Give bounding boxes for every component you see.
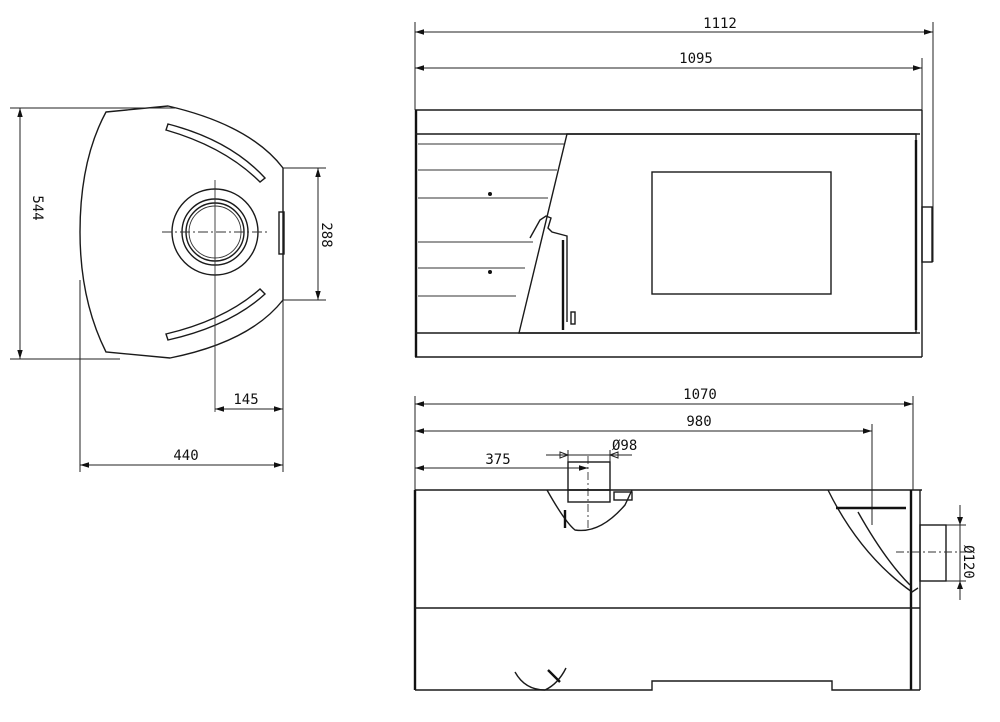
side-view: 1070 980 375 Ø98 bbox=[413, 387, 976, 691]
side-top-flue-cutaway bbox=[546, 489, 633, 532]
side-base bbox=[415, 680, 920, 691]
dim-980-label: 980 bbox=[686, 414, 711, 430]
dim-1070-label: 1070 bbox=[683, 387, 717, 403]
dim-120-label: Ø120 bbox=[960, 545, 976, 579]
top-view-outline bbox=[79, 105, 284, 359]
dim-98-label: Ø98 bbox=[612, 438, 637, 454]
dim-440-label: 440 bbox=[173, 448, 198, 464]
side-rear-cutaway bbox=[827, 489, 919, 593]
dim-1112-label: 1112 bbox=[703, 16, 737, 32]
front-viewing-window bbox=[651, 171, 832, 295]
side-rear-flue bbox=[919, 524, 947, 582]
top-view: 544 288 145 440 bbox=[10, 105, 334, 472]
dim-544-label: 544 bbox=[29, 195, 45, 220]
top-view-slot-lower bbox=[165, 288, 267, 341]
dim-145-label: 145 bbox=[233, 392, 258, 408]
top-view-rear-tab bbox=[278, 211, 285, 255]
dim-375-label: 375 bbox=[485, 452, 510, 468]
front-door-outline bbox=[518, 133, 917, 334]
dim-1095-label: 1095 bbox=[679, 51, 713, 67]
front-view: 1112 1095 bbox=[414, 16, 934, 358]
side-bottom-outlet bbox=[514, 667, 567, 691]
front-side-plate bbox=[921, 206, 933, 263]
top-view-slot-upper bbox=[165, 123, 267, 183]
dim-288-label: 288 bbox=[318, 222, 334, 247]
side-top-flue bbox=[567, 461, 611, 491]
front-door-handle bbox=[529, 215, 568, 322]
